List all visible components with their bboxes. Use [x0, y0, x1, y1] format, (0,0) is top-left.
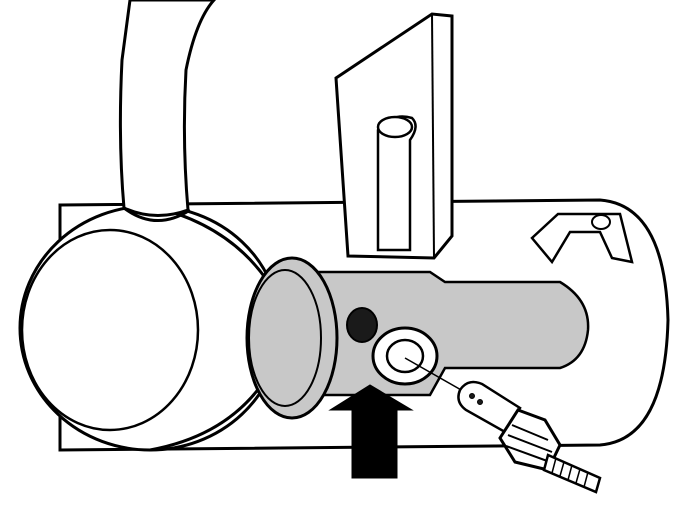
vertical-pipe [118, 0, 217, 218]
probe-port [469, 393, 475, 399]
alignment-line [404, 357, 471, 396]
probe-thread-3 [505, 445, 551, 463]
probe-stud [542, 453, 602, 494]
direction-arrow [328, 384, 414, 479]
probe-thread-1 [511, 424, 549, 441]
bracket-slot-top [376, 115, 414, 139]
probe-stud-threads [551, 457, 589, 488]
collar-flange-inner [248, 269, 322, 407]
vertical-pipe-base [123, 206, 191, 222]
sensor-probe [457, 380, 602, 494]
threaded-boss-inner [385, 338, 425, 374]
end-cap-inner [20, 228, 200, 432]
inner-shaded-tube [298, 270, 590, 397]
mounting-bracket-side [431, 13, 435, 259]
mounting-hole [346, 307, 378, 343]
small-tab-hole [591, 214, 611, 230]
probe-port [477, 399, 483, 405]
probe-thread-2 [507, 434, 553, 453]
